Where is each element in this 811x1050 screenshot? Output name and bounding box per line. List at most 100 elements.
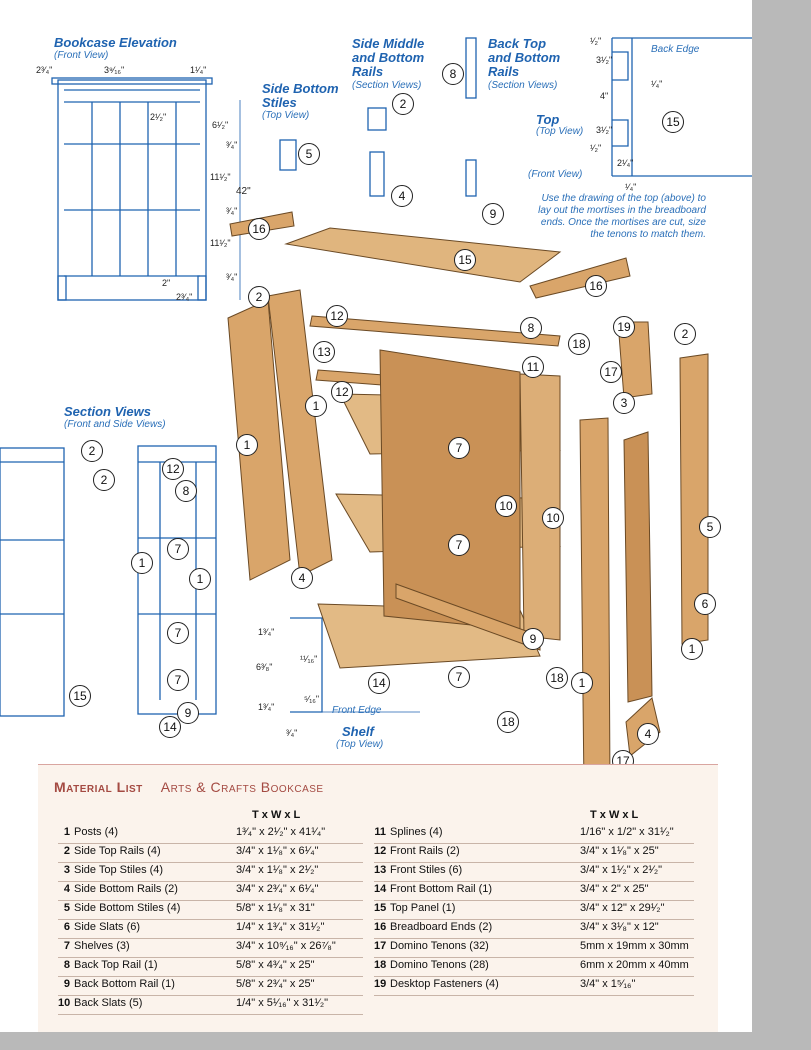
dim-label: ¹⁄₄"	[651, 79, 663, 89]
part-callout: 2	[674, 323, 696, 345]
material-dimensions: 1/16" x 1/2" x 31¹⁄₂"	[580, 826, 674, 838]
back-edge-label: Back Edge	[651, 44, 700, 55]
side-middle-title: Side Middle and Bottom Rails	[352, 36, 425, 79]
front-edge-label: Front Edge	[332, 705, 382, 716]
part-callout: 10	[495, 495, 517, 517]
material-dimensions: 3/4" x 3¹⁄₈" x 12"	[580, 921, 659, 933]
part-callout: 2	[248, 286, 270, 308]
part-number: 1	[63, 826, 70, 838]
part-callout: 15	[454, 249, 476, 271]
left-column-header: T x W x L	[252, 809, 301, 821]
material-dimensions: 1³⁄₄" x 2¹⁄₂" x 41¹⁄₄"	[236, 826, 326, 838]
material-dimensions: 1/4" x 1³⁄₄" x 31¹⁄₂"	[236, 921, 325, 933]
dim-label: 1³⁄₄"	[258, 627, 275, 637]
plan-page: Bookcase Elevation (Front View) Side Bot…	[0, 0, 752, 1032]
part-callout: 6	[694, 593, 716, 615]
material-dimensions: 3/4" x 2³⁄₄" x 6¹⁄₄"	[236, 883, 319, 895]
material-dimensions: 5/8" x 2³⁄₄" x 25"	[236, 978, 315, 990]
part-number: 10	[58, 997, 71, 1009]
back-top-subtitle: (Section Views)	[488, 80, 558, 91]
plan-drawing	[0, 37, 752, 764]
back-top-title: Back Top and Bottom Rails	[488, 36, 561, 79]
part-callout: 1	[189, 568, 211, 590]
part-number: 13	[374, 864, 387, 876]
shelf-subtitle: (Top View)	[336, 739, 384, 750]
material-dimensions: 5mm x 19mm x 30mm	[580, 940, 689, 952]
part-number: 18	[374, 959, 387, 971]
part-callout: 18	[568, 333, 590, 355]
part-callout: 9	[482, 203, 504, 225]
part-callout: 7	[167, 622, 189, 644]
part-callout: 2	[81, 440, 103, 462]
part-callout: 7	[448, 437, 470, 459]
part-number: 7	[63, 940, 70, 952]
part-callout: 12	[331, 381, 353, 403]
part-number: 19	[374, 978, 387, 990]
part-callout: 10	[542, 507, 564, 529]
part-number: 2	[63, 845, 70, 857]
part-callout: 7	[167, 669, 189, 691]
dim-label: ¹⁄₄"	[625, 182, 637, 192]
dim-label: 2³⁄₄"	[36, 65, 53, 75]
material-dimensions: 1/4" x 5¹⁄₁₆" x 31¹⁄₂"	[236, 997, 329, 1009]
dim-label: ¹⁄₂"	[590, 36, 602, 46]
side-bottom-title: Side Bottom Stiles	[262, 81, 339, 110]
dim-label: ³⁄₄"	[286, 728, 298, 738]
elevation-subtitle: (Front View)	[54, 50, 109, 61]
part-callout: 17	[600, 361, 622, 383]
part-callout: 19	[613, 316, 635, 338]
part-number: 8	[63, 959, 70, 971]
part-callout: 5	[699, 516, 721, 538]
section-subtitle: (Front and Side Views)	[64, 419, 166, 430]
part-number: 6	[63, 921, 70, 933]
side-bottom-subtitle: (Top View)	[262, 110, 310, 121]
part-number: 17	[374, 940, 387, 952]
dim-label: ⁵⁄₁₆"	[304, 694, 320, 704]
part-callout: 3	[613, 392, 635, 414]
part-callout: 15	[662, 111, 684, 133]
part-callout: 4	[637, 723, 659, 745]
part-callout: 13	[313, 341, 335, 363]
dim-label: 4"	[600, 91, 609, 101]
top-title: Top	[536, 112, 560, 127]
material-dimensions: 6mm x 20mm x 40mm	[580, 959, 689, 971]
part-callout: 16	[248, 218, 270, 240]
part-callout: 9	[522, 628, 544, 650]
part-callout: 8	[175, 480, 197, 502]
shelf-title: Shelf	[342, 724, 374, 739]
part-callout: 12	[162, 458, 184, 480]
dim-label: ¹¹⁄₁₆"	[300, 654, 318, 664]
material-dimensions: 3/4" x 1¹⁄₈" x 25"	[580, 845, 659, 857]
dim-label: 11¹⁄₂"	[210, 238, 231, 248]
part-callout: 1	[681, 638, 703, 660]
part-callout: 7	[167, 538, 189, 560]
part-number: 9	[63, 978, 70, 990]
part-callout: 8	[520, 317, 542, 339]
part-number: 3	[63, 864, 70, 876]
part-number: 14	[374, 883, 387, 895]
dim-label: 3¹⁄₂"	[596, 125, 613, 135]
